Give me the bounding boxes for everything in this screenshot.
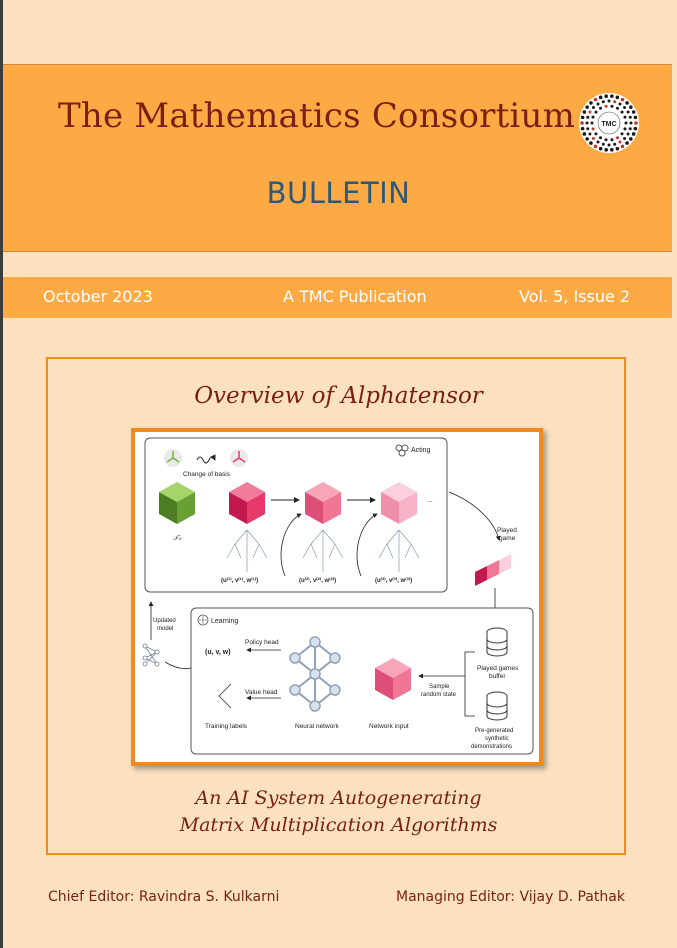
step1-label: (u⁽¹⁾, v⁽¹⁾, w⁽¹⁾): [221, 577, 258, 584]
bulletin-heading: BULLETIN: [266, 176, 411, 210]
figure-title: Overview of Alphatensor: [194, 383, 483, 409]
policy-head-label: Policy head: [245, 639, 279, 646]
learning-icon: [197, 614, 209, 626]
basis-wave-icon: [196, 454, 216, 464]
buffer-label-1: Played games: [477, 665, 519, 672]
synth-label-2: synthetic: [485, 736, 509, 742]
network-input-label: Network input: [369, 723, 409, 730]
info-band: October 2023 A TMC Publication Vol. 5, I…: [3, 277, 672, 318]
played-game-cubes: [475, 554, 511, 586]
tmc-logo-icon: TMC: [579, 93, 639, 153]
change-of-basis-label: Change of basis: [183, 471, 231, 478]
updated-model-label-1: Updated: [153, 618, 176, 624]
publication-label: A TMC Publication: [283, 287, 427, 306]
search-tree-1: [226, 529, 268, 572]
issue-date: October 2023: [43, 287, 153, 306]
volume-issue: Vol. 5, Issue 2: [519, 287, 631, 306]
tensor-label: 𝒯ₙ: [173, 535, 181, 542]
cover-subtitle-line2: Matrix Multiplication Algorithms: [179, 814, 498, 836]
played-game-label-2: game: [499, 535, 516, 542]
value-head-label: Value head: [245, 689, 278, 696]
tensor-cube-green: [159, 482, 195, 524]
managing-editor: Managing Editor: Vijay D. Pathak: [396, 889, 625, 905]
synth-label-3: demonstrations: [471, 744, 512, 750]
header-band: [3, 64, 672, 252]
tensor-cube-pink-2: [305, 482, 341, 524]
uvw-label: (u, v, w): [205, 649, 231, 656]
played-game-label-1: Played: [497, 527, 517, 534]
synth-label-1: Pre-generated: [475, 728, 513, 734]
cover-subtitle-line1: An AI System Autogenerating: [195, 787, 482, 809]
updated-model-label-2: model: [157, 626, 173, 632]
training-labels-label: Training labels: [205, 723, 248, 730]
search-tree-3: [378, 529, 420, 572]
learning-label: Learning: [211, 618, 238, 625]
page-left-edge: [0, 0, 3, 948]
acting-icon: [395, 444, 409, 457]
logo-text: TMC: [601, 121, 616, 128]
chief-editor: Chief Editor: Ravindra S. Kulkarni: [48, 889, 280, 905]
alphatensor-diagram: Acting Change of basis 𝒯ₙ: [131, 428, 543, 766]
tensor-cube-pink-3: [381, 482, 417, 524]
search-tree-2: [302, 529, 344, 572]
played-games-buffer-icon: [486, 627, 508, 657]
synthetic-demonstrations-icon: [486, 691, 508, 721]
value-head-icon: [218, 683, 232, 709]
cover-frame: [46, 357, 626, 855]
acting-label: Acting: [411, 447, 431, 454]
neural-network-label: Neural network: [295, 723, 339, 730]
journal-title: The Mathematics Consortium: [58, 96, 576, 136]
small-network-icon: [142, 643, 160, 667]
sample-label-1: Sample: [429, 684, 450, 690]
network-input-cube: [375, 658, 411, 700]
buffer-label-2: buffer: [489, 673, 506, 680]
ellipsis: ...: [427, 497, 433, 504]
step2-label: (u⁽²⁾, v⁽²⁾, w⁽²⁾): [299, 577, 336, 584]
sample-label-2: random state: [421, 692, 457, 698]
tensor-cube-pink-1: [229, 482, 265, 524]
step3-label: (u⁽³⁾, v⁽³⁾, w⁽³⁾): [375, 577, 412, 584]
